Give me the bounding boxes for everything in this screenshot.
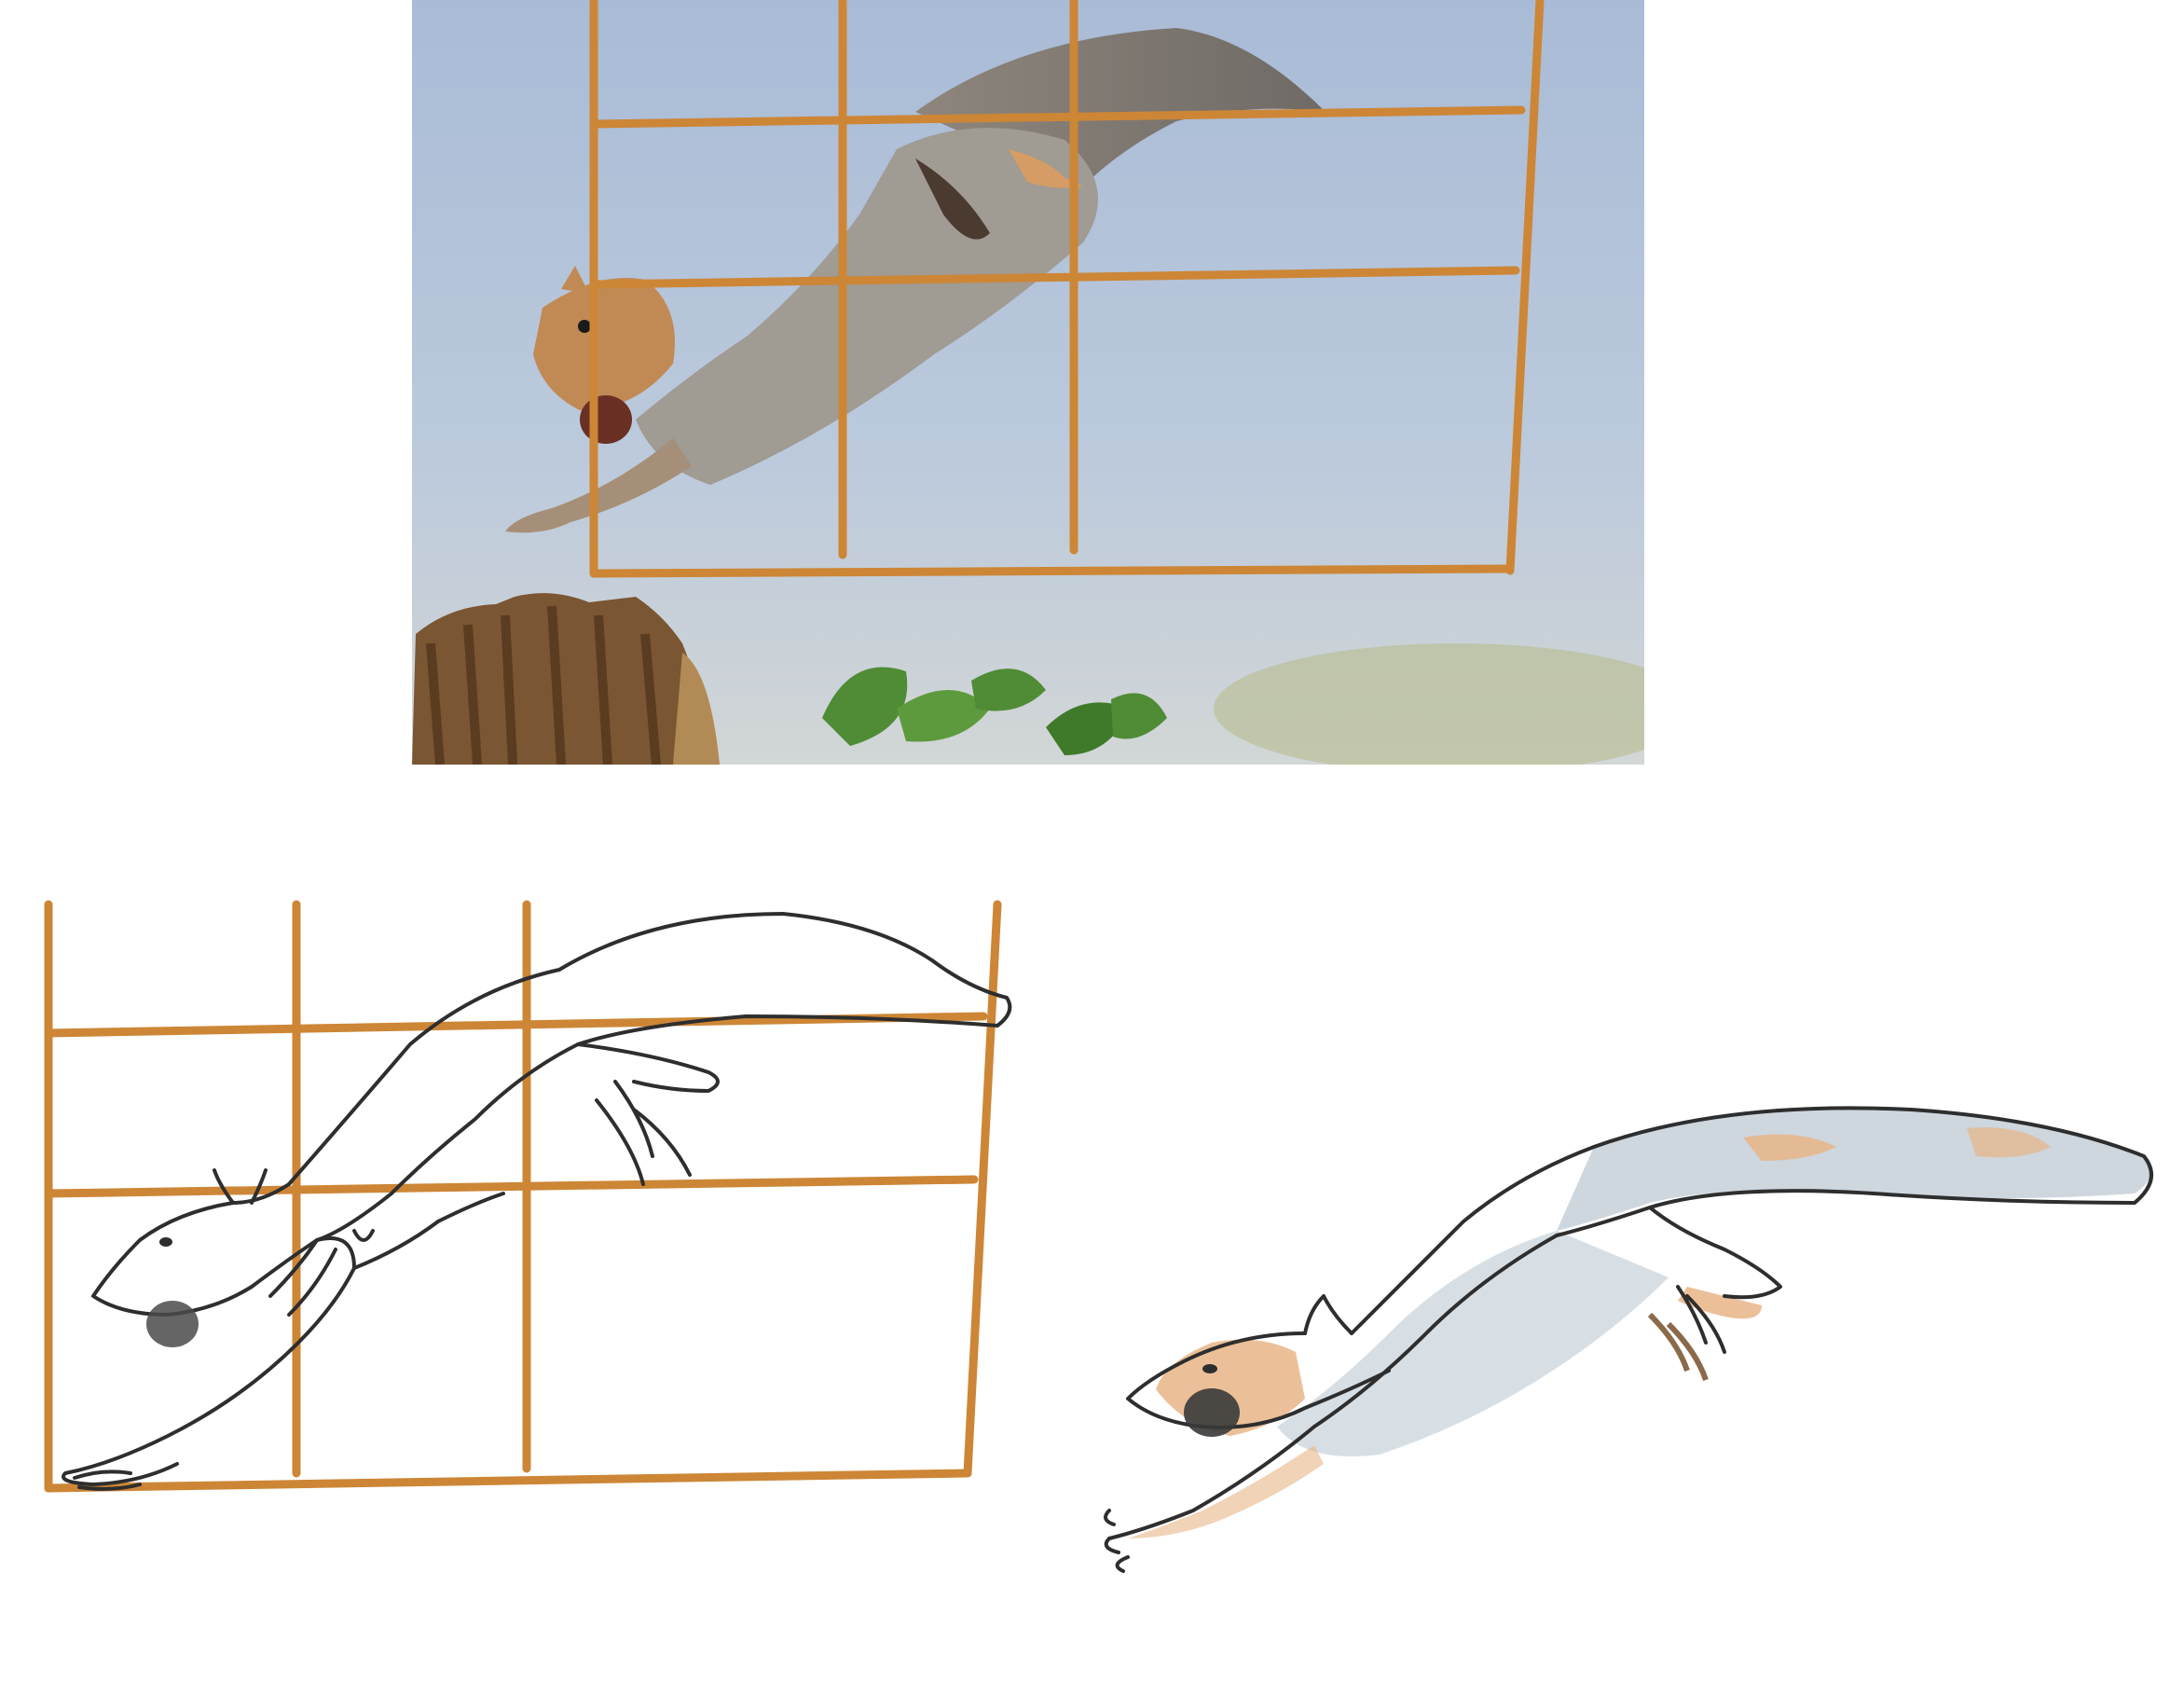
painted-squirrel-canvas (1104, 1106, 2153, 1573)
reference-photo-canvas (412, 0, 1644, 765)
squirrel-outline (1104, 1106, 2153, 1573)
pencil-sketch (37, 895, 1035, 1501)
squirrel-photo (505, 28, 1326, 533)
grid-overlay (589, 0, 1545, 578)
squirrel-eye (578, 320, 591, 333)
acorn (580, 395, 632, 444)
squirrel-sketch-lines (62, 912, 1012, 1491)
background-foliage-blur (1214, 643, 1644, 765)
grid-overlay (44, 900, 1002, 1493)
leaves (822, 667, 1167, 755)
acorn-sketch (146, 1301, 199, 1347)
painted-squirrel-eye (1202, 1364, 1217, 1373)
painted-squirrel (1072, 1072, 2181, 1669)
watercolor-wash (1128, 1108, 2151, 1538)
acorn-painted (1184, 1388, 1240, 1437)
squirrel-sketch-eye (159, 1237, 172, 1247)
reference-photo (412, 0, 1644, 765)
tree-stump (412, 593, 720, 765)
pencil-sketch-canvas (44, 900, 1012, 1493)
